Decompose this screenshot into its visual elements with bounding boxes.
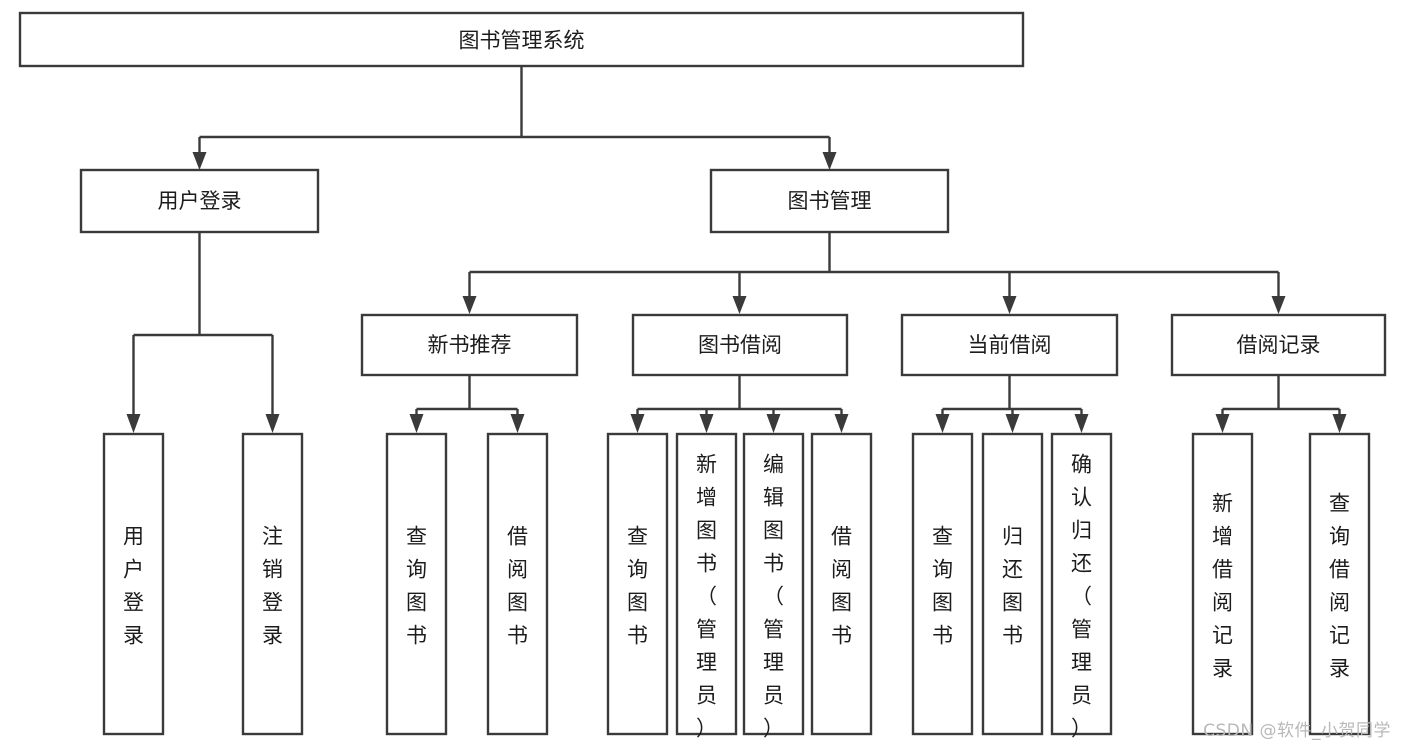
arrow-bookborrow-leaf-1	[630, 414, 645, 433]
arrow-borrowrec-leaf-2	[1332, 414, 1347, 433]
node-leaf-query-book-box[interactable]	[606, 432, 669, 736]
node-leaf-add-book-label: 新增图书（管理员）	[696, 453, 717, 741]
node-leaf-add-record-label: 新增借阅记录	[1212, 492, 1233, 681]
node-leaf-query-book-new[interactable]: 查询图书	[385, 432, 448, 736]
node-new-book-rec-label: 新书推荐	[428, 333, 512, 357]
node-leaf-borrow-book[interactable]: 借阅图书	[810, 432, 873, 736]
node-leaf-add-record[interactable]: 新增借阅记录	[1191, 432, 1254, 736]
arrow-bookborrow-leaf-4	[834, 414, 849, 433]
arrow-newbook-leaf-2	[510, 414, 525, 433]
arrow-newbook-leaf-1	[409, 414, 424, 433]
node-root-label: 图书管理系统	[459, 29, 585, 53]
connector-layer	[126, 66, 1347, 433]
leaf-node-layer: 用户登录 注销登录 查询图书 借阅图书 查询图书 新增图书（管理员） 编辑图书（管理员） 借阅…	[102, 432, 1371, 741]
node-leaf-query-book-cur[interactable]: 查询图书	[911, 432, 974, 736]
node-new-book-rec-box[interactable]	[360, 313, 579, 377]
csdn-watermark: CSDN @软件_小贺同学	[1203, 721, 1391, 741]
arrow-userlogin-leaf-2	[265, 414, 280, 433]
node-current-borrow-label: 当前借阅	[968, 333, 1052, 357]
node-leaf-add-book[interactable]: 新增图书（管理员）	[675, 432, 738, 741]
node-leaf-confirm-return[interactable]: 确认归还（管理员）	[1050, 432, 1113, 741]
arrow-root-to-user-login	[192, 152, 207, 170]
node-leaf-add-record-box[interactable]	[1191, 432, 1254, 736]
arrow-borrowrec-leaf-1	[1215, 414, 1230, 433]
arrow-bookmgmt-child-3	[1002, 296, 1017, 314]
node-leaf-logout-login-box[interactable]	[241, 432, 304, 736]
node-leaf-query-book-label: 查询图书	[627, 525, 648, 648]
node-book-borrow-box[interactable]	[631, 313, 849, 377]
node-leaf-confirm-return-box[interactable]	[1050, 432, 1113, 736]
arrow-curborrow-leaf-3	[1074, 414, 1089, 433]
node-borrow-record-box[interactable]	[1170, 313, 1387, 377]
arrow-curborrow-leaf-1	[935, 414, 950, 433]
node-leaf-query-record[interactable]: 查询借阅记录	[1308, 432, 1371, 736]
node-leaf-add-book-box[interactable]	[675, 432, 738, 736]
node-leaf-logout-login[interactable]: 注销登录	[241, 432, 304, 736]
node-leaf-return-book[interactable]: 归还图书	[981, 432, 1044, 736]
node-leaf-edit-book-label: 编辑图书（管理员）	[763, 453, 784, 741]
node-borrow-record-label: 借阅记录	[1237, 333, 1321, 357]
node-root-box[interactable]	[18, 11, 1025, 68]
node-leaf-borrow-book-new-label: 借阅图书	[507, 525, 528, 648]
node-leaf-query-book-cur-label: 查询图书	[932, 525, 953, 648]
arrow-bookborrow-leaf-2	[699, 414, 714, 433]
node-book-mgmt[interactable]: 图书管理	[709, 168, 950, 234]
node-book-borrow-label: 图书借阅	[698, 333, 782, 357]
node-leaf-confirm-return-label: 确认归还（管理员）	[1071, 453, 1092, 741]
node-current-borrow[interactable]: 当前借阅	[900, 313, 1119, 377]
arrow-root-to-book-mgmt	[822, 152, 837, 170]
node-leaf-borrow-book-box[interactable]	[810, 432, 873, 736]
node-leaf-borrow-book-new-box[interactable]	[486, 432, 549, 736]
arrow-bookborrow-leaf-3	[766, 414, 781, 433]
node-leaf-edit-book-box[interactable]	[742, 432, 805, 736]
node-leaf-borrow-book-new[interactable]: 借阅图书	[486, 432, 549, 736]
node-user-login-label: 用户登录	[158, 189, 242, 213]
node-borrow-record[interactable]: 借阅记录	[1170, 313, 1387, 377]
arrow-bookmgmt-child-1	[462, 296, 477, 314]
node-leaf-logout-login-label: 注销登录	[262, 525, 283, 648]
node-book-mgmt-label: 图书管理	[788, 189, 872, 213]
node-user-login[interactable]: 用户登录	[79, 168, 320, 234]
node-leaf-edit-book[interactable]: 编辑图书（管理员）	[742, 432, 805, 741]
node-book-mgmt-box[interactable]	[709, 168, 950, 234]
node-leaf-query-book-new-box[interactable]	[385, 432, 448, 736]
node-leaf-borrow-book-label: 借阅图书	[831, 525, 852, 648]
node-leaf-user-login[interactable]: 用户登录	[102, 432, 165, 736]
node-book-borrow[interactable]: 图书借阅	[631, 313, 849, 377]
node-leaf-query-book[interactable]: 查询图书	[606, 432, 669, 736]
node-leaf-return-book-box[interactable]	[981, 432, 1044, 736]
node-user-login-box[interactable]	[79, 168, 320, 234]
arrow-bookmgmt-child-4	[1271, 296, 1286, 314]
arrow-bookmgmt-child-2	[732, 296, 747, 314]
node-root[interactable]: 图书管理系统	[18, 11, 1025, 68]
node-leaf-return-book-label: 归还图书	[1002, 525, 1023, 648]
node-leaf-query-book-new-label: 查询图书	[406, 525, 427, 648]
node-current-borrow-box[interactable]	[900, 313, 1119, 377]
node-leaf-query-record-box[interactable]	[1308, 432, 1371, 736]
node-leaf-user-login-box[interactable]	[102, 432, 165, 736]
arrow-userlogin-leaf-1	[126, 414, 141, 433]
node-new-book-rec[interactable]: 新书推荐	[360, 313, 579, 377]
node-leaf-user-login-label: 用户登录	[123, 525, 144, 648]
arrow-curborrow-leaf-2	[1005, 414, 1020, 433]
node-leaf-query-record-label: 查询借阅记录	[1329, 492, 1350, 681]
node-leaf-query-book-cur-box[interactable]	[911, 432, 974, 736]
